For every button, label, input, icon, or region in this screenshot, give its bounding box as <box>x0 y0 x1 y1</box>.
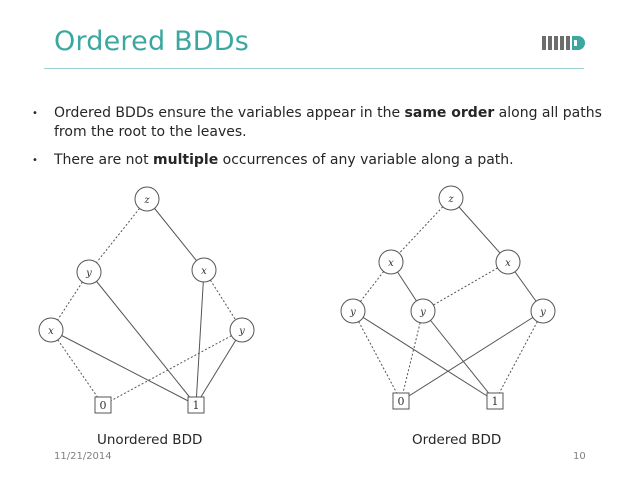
edge-dotted <box>400 310 424 402</box>
bullet-text: There are not <box>54 152 154 168</box>
leaf-zero <box>392 392 410 410</box>
node-z <box>438 185 464 211</box>
edge-solid <box>422 310 496 402</box>
edge-solid <box>400 310 544 402</box>
footer-date: 11/21/2014 <box>54 451 112 462</box>
edge-solid <box>88 271 197 406</box>
node-label: y <box>539 307 546 318</box>
node-label: y <box>85 268 92 279</box>
title-divider <box>44 68 584 69</box>
bullet-dot-icon: • <box>32 108 38 119</box>
bullet-item: • There are not multiple occurrences of … <box>30 151 610 170</box>
edge-dotted <box>422 261 509 312</box>
node-z <box>134 186 160 212</box>
node-label: x <box>48 326 54 337</box>
caption-unordered: Unordered BDD <box>97 432 203 448</box>
bullet-list: • Ordered BDDs ensure the variables appe… <box>30 104 610 179</box>
bullet-emphasis: same order <box>404 105 495 121</box>
node-x <box>38 317 64 343</box>
edge-solid <box>450 197 509 263</box>
ordered-bdd-diagram <box>352 197 544 402</box>
node-label: z <box>143 195 150 206</box>
edge-solid <box>352 310 496 402</box>
edge-dotted <box>390 197 452 263</box>
leaf-zero <box>94 396 112 414</box>
node-y <box>410 298 436 324</box>
bullet-item: • Ordered BDDs ensure the variables appe… <box>30 104 610 142</box>
edge-dotted <box>352 310 402 402</box>
leaf-one <box>187 396 205 414</box>
leaf-label: 0 <box>398 395 405 408</box>
unordered-bdd-nodes: z y x x y 0 1 <box>38 186 255 414</box>
node-label: y <box>349 307 356 318</box>
node-y <box>229 317 255 343</box>
node-y <box>530 298 556 324</box>
edge-dotted <box>88 198 148 273</box>
bullet-text: along all paths from the root to the lea… <box>54 105 602 140</box>
node-label: y <box>238 326 245 337</box>
edge-solid <box>146 198 205 271</box>
node-y <box>76 259 102 285</box>
node-label: y <box>419 307 426 318</box>
unordered-bdd-diagram <box>50 198 243 406</box>
leaf-label: 1 <box>492 395 499 408</box>
node-label: x <box>505 258 511 269</box>
edge-solid <box>195 329 243 406</box>
leaf-label: 0 <box>100 399 107 412</box>
slide-title: Ordered BDDs <box>54 26 250 57</box>
leaf-label: 1 <box>193 399 200 412</box>
bullet-emphasis: multiple <box>153 152 219 168</box>
node-label: x <box>201 266 207 277</box>
leaf-one <box>486 392 504 410</box>
node-x <box>495 249 521 275</box>
node-y <box>340 298 366 324</box>
node-x <box>378 249 404 275</box>
edge-solid <box>195 269 205 406</box>
caption-ordered: Ordered BDD <box>412 432 502 448</box>
node-label: z <box>447 194 454 205</box>
edge-solid <box>50 329 197 406</box>
bullet-text: occurrences of any variable along a path… <box>218 152 514 168</box>
ordered-bdd-nodes: z x x y y y 0 1 <box>340 185 556 410</box>
edge-dotted <box>494 310 544 402</box>
node-label: x <box>388 258 394 269</box>
bullet-dot-icon: • <box>32 155 38 166</box>
bullet-text: Ordered BDDs ensure the variables appear… <box>54 105 405 121</box>
edge-dotted <box>50 329 104 406</box>
brand-logo <box>542 36 585 50</box>
page-number: 10 <box>573 451 586 462</box>
node-x <box>191 257 217 283</box>
